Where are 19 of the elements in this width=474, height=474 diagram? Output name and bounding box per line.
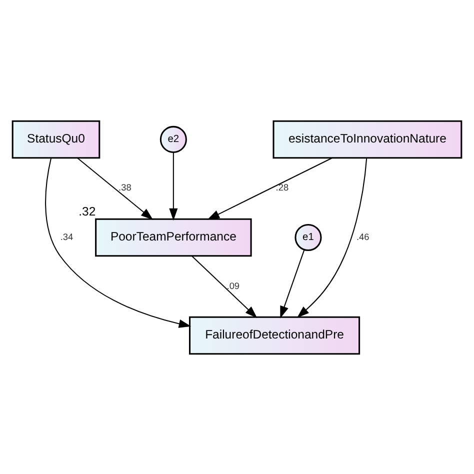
node-label: .32 — [78, 204, 96, 218]
arrow — [207, 156, 333, 220]
edge-label: .38 — [118, 182, 132, 192]
arrow — [76, 156, 154, 220]
edge-label: .09 — [226, 280, 240, 290]
arrow — [192, 255, 258, 318]
arrow — [169, 152, 178, 220]
arrow — [296, 158, 368, 318]
edge-label: .28 — [276, 182, 289, 192]
node-circle: e1 — [294, 223, 322, 251]
node-box: PoorTeamPerformance — [95, 218, 252, 256]
edge-label: .34 — [60, 231, 74, 242]
node-box: esistanceToInnovationNature — [272, 120, 462, 158]
node-box: StatusQu0 — [12, 120, 100, 158]
arrow — [45, 157, 192, 328]
node-circle: e2 — [160, 125, 187, 152]
node-box: FailureofDetectionandPre — [189, 316, 360, 354]
edge-label: .46 — [356, 231, 370, 242]
arrow — [280, 249, 305, 318]
